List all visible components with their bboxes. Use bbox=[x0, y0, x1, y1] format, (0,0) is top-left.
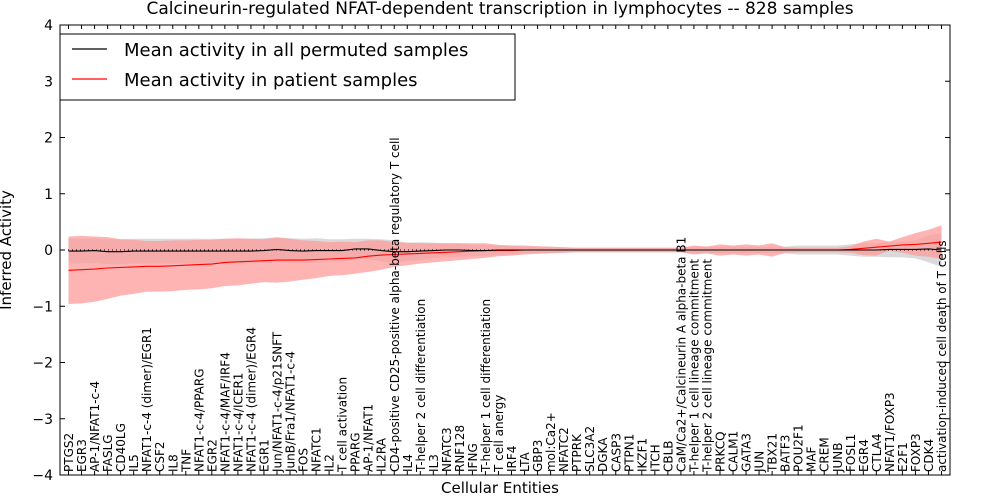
x-tick-label: JUNB bbox=[831, 443, 845, 474]
x-tick-label: NFATC1 bbox=[310, 427, 324, 472]
x-tick-label: NFAT1-c-4/PPARG bbox=[192, 368, 206, 472]
legend-label-permuted: Mean activity in all permuted samples bbox=[124, 40, 468, 61]
x-tick-label: JUN bbox=[753, 451, 767, 473]
x-tick-label: Jun/NFAT1-c-4/p21SNFT bbox=[271, 331, 285, 473]
x-tick-label: T-helper 2 cell lineage commitment bbox=[701, 259, 715, 473]
x-tick-label: T cell anergy bbox=[492, 395, 506, 473]
x-tick-label: CALM1 bbox=[727, 431, 741, 472]
x-tick-label: NFAT1-c-4 (dimer)/EGR1 bbox=[140, 327, 154, 472]
y-tick-label: 4 bbox=[44, 18, 53, 34]
x-tick-label: T-helper 1 cell differentiation bbox=[479, 299, 493, 473]
x-tick-label: EGR2 bbox=[205, 439, 219, 472]
y-tick-label: 0 bbox=[44, 243, 53, 259]
y-tick-label: 1 bbox=[44, 187, 53, 203]
y-tick-label: −1 bbox=[32, 299, 53, 315]
x-tick-label: PTPN1 bbox=[622, 434, 636, 472]
x-tick-label: TBX21 bbox=[766, 433, 780, 473]
x-tick-label: AP-1/NFAT1-c-4 bbox=[88, 381, 102, 472]
x-tick-label: IRF4 bbox=[505, 446, 519, 472]
x-tick-label: NFAT1-c-4 (dimer)/EGR4 bbox=[244, 327, 258, 472]
x-tick-label: PTGS2 bbox=[62, 433, 76, 472]
x-tick-label: CTLA4 bbox=[870, 433, 884, 472]
x-tick-label: NFATC2 bbox=[557, 427, 571, 472]
legend-label-patient: Mean activity in patient samples bbox=[124, 70, 418, 91]
legend-box bbox=[59, 33, 516, 101]
x-tick-label: NFAT1-c-4/MAF/IRF4 bbox=[218, 352, 232, 472]
x-tick-label: JunB/Fra1/NFAT1-c-4 bbox=[284, 351, 298, 473]
x-tick-label: PRKCQ bbox=[714, 431, 728, 472]
x-tick-label: CD4-positive CD25-positive alpha-beta re… bbox=[388, 137, 402, 472]
x-tick-label: POU2F1 bbox=[792, 424, 806, 472]
y-axis: 4 3 2 1 0 −1 −2 −3 −4 bbox=[32, 18, 950, 484]
x-tick-label: PTPRK bbox=[570, 433, 584, 472]
x-tick-label: NFATC3 bbox=[440, 427, 454, 472]
x-tick-label: IFNG bbox=[466, 443, 480, 472]
x-tick-label: CASP3 bbox=[609, 433, 623, 472]
x-axis-label: Cellular Entities bbox=[441, 479, 559, 497]
x-tick-label: IL2 bbox=[323, 454, 337, 472]
x-tick-label: DGKA bbox=[596, 437, 610, 472]
x-tick-label: FASLG bbox=[101, 434, 115, 472]
x-tick-label: NFAT1/FOXP3 bbox=[883, 392, 897, 472]
series-lines bbox=[68, 241, 942, 271]
line-series-0 bbox=[68, 248, 942, 253]
x-tick-label: NFAT1-c-4/ICER1 bbox=[231, 373, 245, 472]
x-tick-label: IL3 bbox=[427, 454, 441, 472]
y-tick-label: −2 bbox=[32, 356, 53, 372]
band-series-1 bbox=[68, 225, 942, 304]
x-tick-label: RNF128 bbox=[453, 425, 467, 472]
x-tick-label: EGR1 bbox=[258, 439, 272, 472]
x-tick-label: LTA bbox=[518, 452, 532, 472]
x-tick-label: CBLB bbox=[661, 441, 675, 473]
x-tick-label: SLC3A2 bbox=[583, 426, 597, 472]
x-tick-label: FOS bbox=[297, 448, 311, 472]
x-tick-label: activation-induced cell death of T cells bbox=[935, 240, 949, 472]
x-tick-label: FOSL1 bbox=[844, 434, 858, 472]
x-tick-label: FOXP3 bbox=[909, 433, 923, 472]
legend: Mean activity in all permuted samples Me… bbox=[59, 33, 516, 101]
x-tick-label: T-helper 2 cell differentiation bbox=[414, 299, 428, 473]
x-tick-label: T-helper 1 cell lineage commitment bbox=[687, 259, 701, 473]
chart-title: Calcineurin-regulated NFAT-dependent tra… bbox=[146, 0, 853, 19]
x-tick-label: BATF3 bbox=[779, 435, 793, 472]
x-tick-label: AP-1/NFAT1 bbox=[362, 404, 376, 472]
x-tick-label: GATA3 bbox=[740, 433, 754, 472]
x-tick-label: IL4 bbox=[401, 454, 415, 472]
x-tick-label: CREM bbox=[818, 437, 832, 472]
x-tick-label: GBP3 bbox=[531, 440, 545, 472]
x-tick-label: IL2RA bbox=[375, 437, 389, 472]
x-tick-label: IL8 bbox=[166, 454, 180, 472]
x-tick-label: CaM/Ca2+/Calcineurin A alpha-beta B1 bbox=[674, 237, 688, 472]
x-tick-label: TNF bbox=[179, 449, 193, 473]
x-tick-label: E2F1 bbox=[896, 442, 910, 472]
x-tick-label: MAF bbox=[805, 446, 819, 472]
y-tick-label: −3 bbox=[32, 412, 53, 428]
x-tick-label: mol:Ca2+ bbox=[544, 412, 558, 472]
y-axis-label: Inferred Activity bbox=[0, 190, 15, 310]
x-tick-label: EGR3 bbox=[75, 439, 89, 472]
x-tick-label: PPARG bbox=[349, 432, 363, 472]
x-tick-label: T cell activation bbox=[336, 377, 350, 473]
x-tick-label: CSF2 bbox=[153, 441, 167, 472]
y-tick-label: 3 bbox=[44, 74, 53, 90]
x-tick-label: CD40LG bbox=[114, 423, 128, 472]
x-tick-label: IL5 bbox=[127, 454, 141, 472]
x-tick-label: EGR4 bbox=[857, 439, 871, 472]
x-tick-label: ITCH bbox=[648, 444, 662, 472]
y-tick-label: −4 bbox=[32, 468, 53, 484]
x-tick-label: CDK4 bbox=[922, 439, 936, 472]
x-tick-label: IKZF1 bbox=[635, 438, 649, 472]
y-tick-label: 2 bbox=[44, 131, 53, 147]
